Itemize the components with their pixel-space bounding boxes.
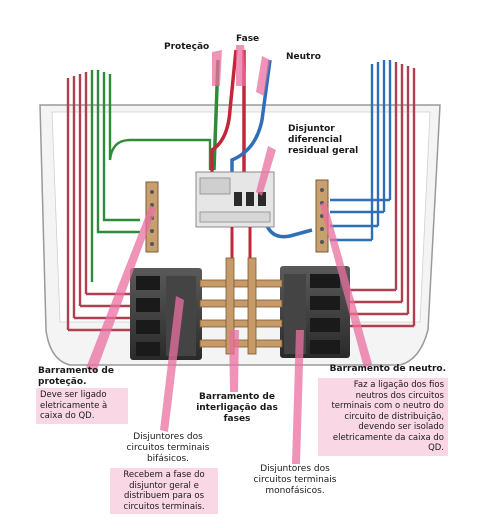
label-barramento-interligacao: Barramento de interligação das fases — [196, 392, 278, 424]
note-bifasicos: Recebem a fase do disjuntor geral e dist… — [110, 468, 218, 514]
rcd-main-breaker — [195, 171, 275, 260]
note-protecao: Deve ser ligado eletricamente à caixa do… — [36, 388, 128, 424]
right-wire-bundle — [330, 60, 416, 328]
bipolar-breaker-stack — [130, 268, 202, 360]
label-disjuntores-monofasicos: Disjuntores dos circuitos terminais mono… — [253, 464, 337, 496]
label-fase: Fase — [236, 34, 260, 44]
label-barramento-protecao: Barramento de proteção. — [38, 366, 114, 387]
monophase-breaker-stack — [280, 266, 350, 358]
left-wire-bundle — [66, 70, 212, 332]
pointer-rays — [86, 45, 372, 464]
label-barramento-neutro: Barramento de neutro. — [329, 364, 446, 374]
phase-interconnection-busbar — [199, 257, 283, 355]
label-neutro: Neutro — [286, 52, 321, 62]
note-neutro: Faz a ligação dos fios neutros dos circu… — [318, 378, 448, 456]
label-disjuntor-geral: Disjuntor diferencial residual geral — [288, 124, 359, 156]
label-protecao: Proteção — [164, 42, 210, 52]
label-disjuntores-bifasicos: Disjuntores dos circuitos terminais bifá… — [126, 432, 210, 464]
